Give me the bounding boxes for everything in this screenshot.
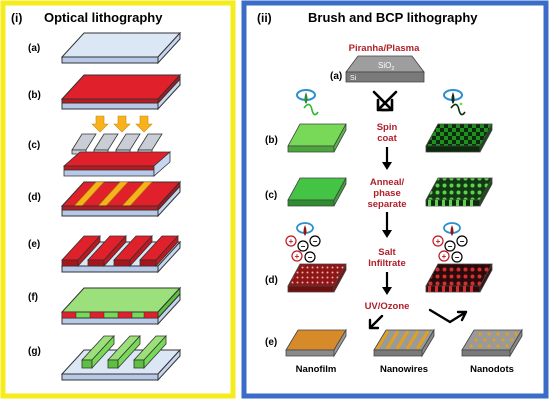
salt-infiltrate-label: Salt Infiltrate: [368, 247, 405, 269]
bcp-film-right: [425, 123, 493, 153]
right-row-label-c: (c): [265, 190, 277, 201]
arrowhead-1: [382, 162, 392, 170]
svg-text:−: −: [448, 242, 453, 251]
svg-text:Infiltrate: Infiltrate: [368, 258, 405, 269]
si-label: Si: [350, 75, 357, 82]
annealed-film-left: [287, 177, 347, 207]
nanowires-sample: [373, 328, 435, 358]
nanofilm-sample: [285, 328, 347, 358]
result-label-nanodots: Nanodots: [470, 364, 514, 375]
step-d-exposed-resist: [60, 180, 182, 218]
svg-text:−: −: [455, 253, 460, 262]
svg-text:separate: separate: [367, 199, 406, 210]
brush-film-left: [287, 123, 347, 153]
svg-text:+: +: [289, 237, 294, 246]
svg-text:phase: phase: [373, 188, 400, 199]
result-label-nanowires: Nanowires: [380, 364, 428, 375]
step-c-mask-exposure: [62, 115, 172, 177]
spin-coat-label: Spin coat: [377, 122, 398, 144]
left-row-label-d: (d): [28, 192, 41, 203]
svg-text:−: −: [301, 242, 306, 251]
arrowhead-2: [382, 230, 392, 238]
infiltrated-film-left: [287, 263, 347, 293]
svg-text:−: −: [308, 253, 313, 262]
left-row-label-a: (a): [28, 43, 40, 54]
svg-text:−: −: [313, 237, 318, 246]
si-substrate: SiO2 Si: [345, 55, 425, 83]
step-a-substrate: [60, 31, 182, 65]
step-g-green-ridges: [60, 334, 182, 382]
left-row-label-f: (f): [28, 292, 38, 303]
uv-split-arrows: [368, 308, 468, 330]
bcp-droplet-right: [443, 89, 466, 116]
svg-text:−: −: [460, 237, 465, 246]
annealed-film-right: [425, 177, 493, 207]
step-b-resist-coated: [60, 73, 182, 111]
svg-text:coat: coat: [377, 133, 397, 144]
left-row-label-b: (b): [28, 90, 41, 101]
right-row-label-a: (a): [330, 71, 342, 82]
arrowhead-3: [382, 287, 392, 295]
left-row-label-g: (g): [28, 346, 41, 357]
ion-cluster-right: + − − + −: [432, 222, 468, 263]
uv-ozone-label: UV/Ozone: [365, 301, 410, 312]
piranha-plasma-label: Piranha/Plasma: [349, 43, 420, 54]
infiltrated-film-right: [425, 263, 493, 293]
split-arrows: [372, 90, 398, 112]
left-row-label-c: (c): [28, 140, 40, 151]
left-panel-tag: (i): [11, 11, 22, 25]
result-label-nanofilm: Nanofilm: [296, 364, 337, 375]
left-panel-title: Optical lithography: [44, 10, 163, 25]
svg-text:Salt: Salt: [378, 247, 396, 258]
right-row-label-d: (d): [265, 275, 278, 286]
svg-text:+: +: [436, 237, 441, 246]
svg-text:Spin: Spin: [377, 122, 398, 133]
step-e-developed-ridges: [60, 234, 182, 274]
brush-droplet-left: [296, 89, 319, 116]
nanodots-sample: [461, 328, 523, 358]
svg-text:Anneal/: Anneal/: [370, 177, 405, 188]
left-row-label-e: (e): [28, 239, 40, 250]
step-f-green-coated: [60, 286, 182, 326]
right-row-label-b: (b): [265, 135, 278, 146]
ion-cluster-left: + − − + −: [285, 222, 321, 263]
right-panel-title: Brush and BCP lithography: [308, 10, 478, 25]
svg-text:+: +: [442, 252, 447, 261]
right-panel-tag: (ii): [257, 11, 272, 25]
right-row-label-e: (e): [265, 337, 277, 348]
sio2-label: SiO2: [378, 61, 394, 72]
anneal-label: Anneal/ phase separate: [367, 177, 406, 210]
svg-text:+: +: [295, 252, 300, 261]
